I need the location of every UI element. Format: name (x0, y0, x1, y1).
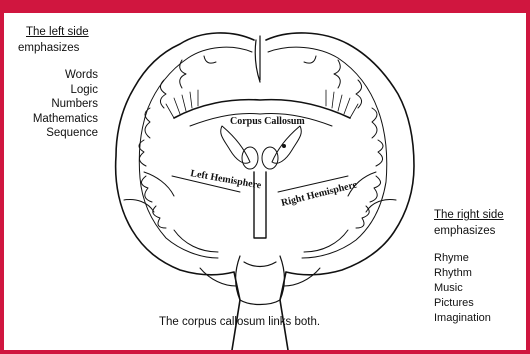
right-side-subheading: emphasizes (434, 225, 495, 237)
left-side-list: Words Logic Numbers Mathematics Sequence (33, 68, 98, 141)
left-side-heading: The left side (26, 26, 89, 38)
right-list-item: Rhythm (434, 266, 491, 281)
thalamus-left (242, 147, 258, 169)
cortex-inner-right (268, 47, 387, 258)
right-list-item: Music (434, 281, 491, 296)
diagram-caption: The corpus callosum links both. (159, 316, 320, 328)
temporal-lobe-left (174, 230, 218, 252)
brain-outline (116, 33, 254, 350)
left-list-item: Words (33, 68, 98, 83)
right-side-heading: The right side (434, 209, 504, 221)
gyri-right (304, 56, 383, 228)
lateral-sulcus-left (124, 172, 174, 212)
left-list-item: Sequence (33, 126, 98, 141)
left-list-item: Logic (33, 83, 98, 98)
left-list-item: Numbers (33, 97, 98, 112)
lateral-sulcus-right (348, 172, 396, 212)
ventricle-left (221, 126, 250, 163)
cortex-inner-left (139, 47, 252, 258)
longitudinal-fissure (255, 36, 260, 82)
cerebellum-right (284, 268, 320, 286)
left-list-item: Mathematics (33, 112, 98, 127)
right-hemisphere-label: Right Hemisphere (280, 179, 359, 209)
thalamus-right (262, 147, 278, 169)
right-list-item: Pictures (434, 296, 491, 311)
corpus-callosum-label: Corpus Callosum (230, 116, 305, 127)
left-hemisphere-label: Left Hemisphere (189, 168, 262, 191)
left-side-subheading: emphasizes (18, 42, 79, 54)
cerebellum-left (200, 268, 236, 286)
ventricle-right (272, 126, 301, 163)
brain-stem (236, 256, 285, 305)
gyri-left (139, 56, 216, 228)
right-side-list: Rhyme Rhythm Music Pictures Imagination (434, 251, 491, 326)
right-list-item: Imagination (434, 311, 491, 326)
right-list-item: Rhyme (434, 251, 491, 266)
